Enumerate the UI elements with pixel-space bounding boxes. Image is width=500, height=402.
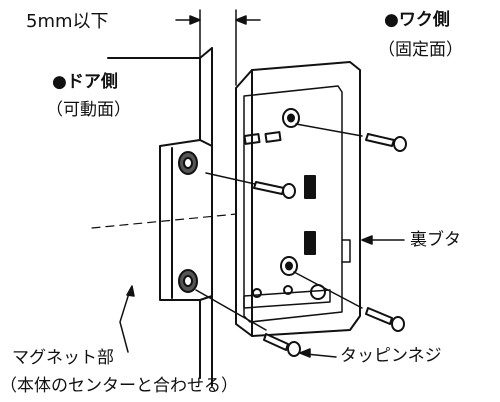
tapping-screw: [293, 271, 405, 332]
tapping-screw: [195, 289, 301, 357]
frame-side-title: ●ワク側: [384, 10, 450, 30]
frame-side-subtitle: （固定面）: [378, 40, 463, 60]
door-side-subtitle: （可動面）: [46, 100, 131, 120]
leader-lines: [119, 235, 405, 358]
sensor-body: [235, 61, 361, 337]
magnet-label: マグネット部: [12, 348, 114, 368]
magnet-unit: [159, 139, 213, 301]
door-side-title: ●ドア側: [52, 72, 118, 92]
gap-spec-label: 5mm以下: [26, 11, 109, 32]
magnet-note: （本体のセンターと合わせる）: [0, 376, 238, 396]
tapping-screw: [295, 123, 407, 152]
back-cover-label: 裏ブタ: [410, 230, 461, 250]
gap-dimension: [175, 9, 261, 86]
screws-label: タッピンネジ: [340, 346, 442, 366]
tapping-screw: [205, 172, 296, 199]
